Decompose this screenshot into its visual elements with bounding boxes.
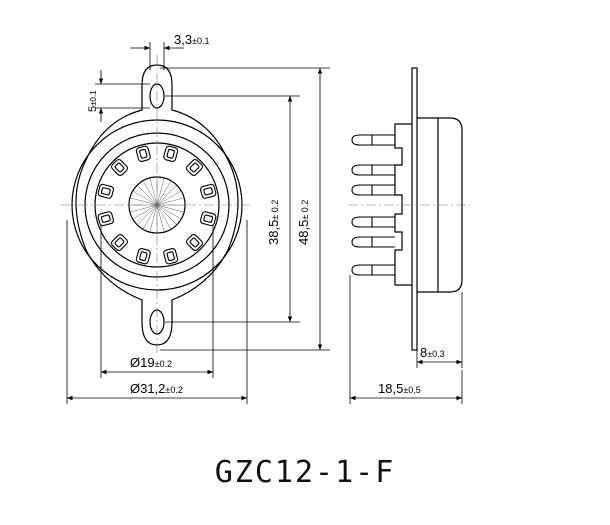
- dim-total-depth: 18,5±0.5: [378, 381, 421, 396]
- side-pin-lug: [351, 216, 395, 228]
- radial-line: [156, 190, 182, 206]
- pin-contact: [135, 145, 151, 162]
- side-base-step: [394, 123, 412, 286]
- side-pins: [351, 134, 395, 276]
- dim-hole-spacing-inner: 38,5± 0.2: [266, 200, 281, 245]
- radial-line: [142, 180, 158, 206]
- pin-contact: [163, 145, 179, 162]
- radial-line: [156, 204, 165, 233]
- front-dimensions: [66, 42, 330, 404]
- radial-line: [137, 185, 158, 206]
- dim-outer-diameter: Ø31,2±0.2: [130, 381, 183, 396]
- radial-line: [137, 204, 158, 225]
- side-pin-lug: [351, 134, 395, 146]
- radial-line: [156, 204, 182, 220]
- pin-contact: [186, 234, 203, 251]
- pin-contact: [111, 159, 128, 176]
- pin-contact: [97, 183, 114, 199]
- side-pin-lug: [351, 184, 395, 196]
- radial-line: [129, 204, 158, 213]
- radial-line: [156, 204, 172, 230]
- side-view: [394, 67, 463, 351]
- radial-line: [156, 204, 185, 213]
- radial-line: [156, 197, 185, 206]
- pin-contact: [111, 234, 128, 251]
- side-pin-lug: [351, 264, 395, 276]
- radial-line: [149, 204, 158, 233]
- pin-contact: [200, 183, 217, 199]
- pin-contact: [97, 211, 114, 227]
- radial-line: [132, 190, 158, 206]
- radial-line: [142, 204, 158, 230]
- pin-contact: [135, 248, 151, 265]
- dim-body-depth: 8±0.3: [420, 345, 445, 360]
- pin-contact: [163, 248, 179, 265]
- radial-line: [156, 185, 177, 206]
- part-number-title: GZC12-1-F: [214, 455, 396, 490]
- radial-line: [156, 180, 172, 206]
- radial-line: [149, 177, 158, 206]
- radial-line: [132, 204, 158, 220]
- pin-contact: [186, 159, 203, 176]
- top-mounting-slot: [149, 83, 165, 109]
- side-pin-lug: [351, 164, 395, 176]
- pin-contact: [200, 211, 217, 227]
- dim-slot-height: 5±0.1: [87, 90, 99, 112]
- side-pin-lug: [351, 236, 395, 248]
- dim-inner-diameter: Ø19±0.2: [130, 355, 172, 370]
- side-dimensions: [349, 275, 463, 404]
- radial-line: [156, 204, 177, 225]
- dim-hole-spacing-outer: 48,5± 0.2: [296, 200, 311, 245]
- dim-slot-width: 3,3±0.1: [174, 32, 210, 47]
- radial-line: [156, 177, 165, 206]
- pin-contacts: [97, 145, 217, 265]
- side-flange-plate: [411, 67, 418, 351]
- front-centerlines: [60, 55, 250, 355]
- technical-drawing: 3,3±0.1 5±0.1 38,5± 0.2 48,5± 0.2 Ø19±0.…: [60, 32, 470, 404]
- radial-line: [129, 197, 158, 206]
- radial-lines: [129, 177, 185, 233]
